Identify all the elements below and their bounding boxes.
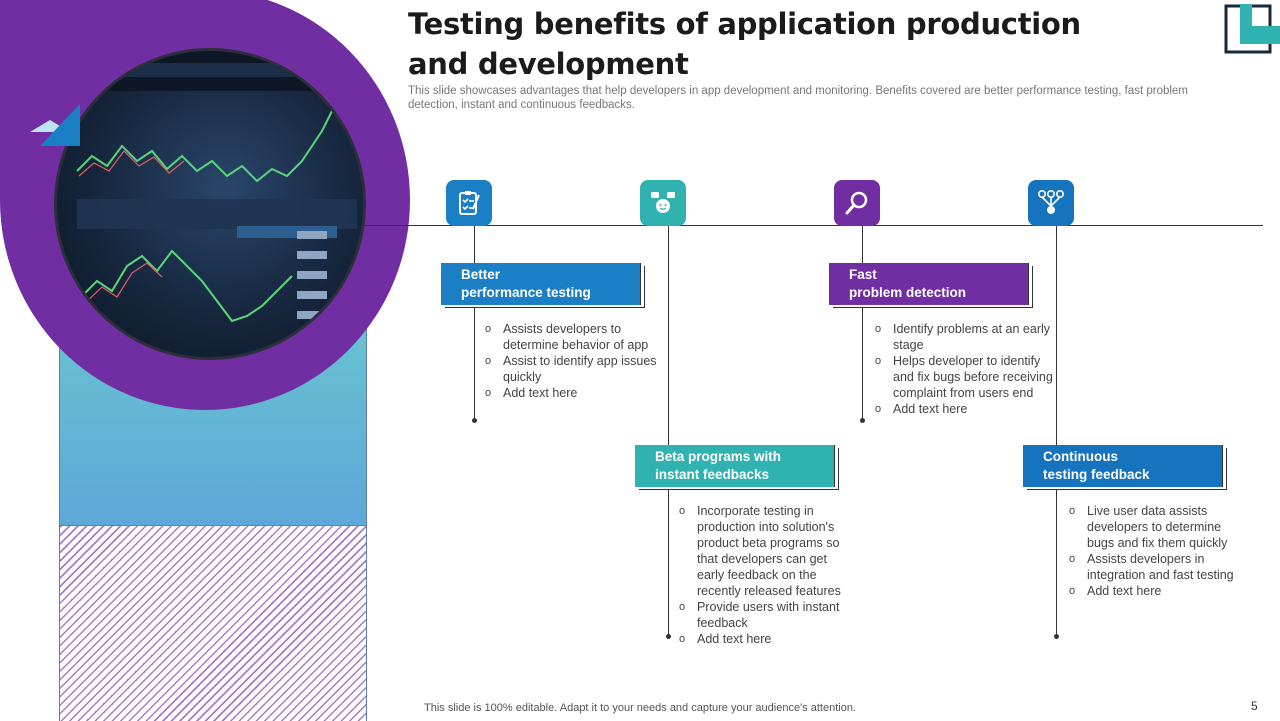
timeline-axis <box>365 225 1263 226</box>
list-item: Assist to identify app issues quickly <box>483 353 663 385</box>
benefit-2-connector <box>668 226 669 636</box>
list-item: Add text here <box>483 385 663 401</box>
benefit-3-bullet-list: Identify problems at an early stage Help… <box>873 321 1053 417</box>
benefit-2-label-line1: Beta programs with <box>655 449 782 464</box>
benefit-3-label-line2: problem detection <box>849 285 967 300</box>
benefit-2-end-dot <box>666 634 671 639</box>
benefit-2-label: Beta programs with instant feedbacks <box>635 445 835 487</box>
list-item: Add text here <box>1067 583 1247 599</box>
benefit-3-connector <box>862 226 863 420</box>
list-item: Add text here <box>873 401 1053 417</box>
benefit-2-icon-box <box>640 180 686 226</box>
list-item: Provide users with instant feedback <box>677 599 857 631</box>
slide-footer-note: This slide is 100% editable. Adapt it to… <box>424 702 856 714</box>
benefit-1-connector <box>474 226 475 420</box>
feedback-face-icon <box>651 192 675 213</box>
corner-logo-icon <box>1224 4 1280 54</box>
benefit-1-label-line1: Better <box>461 267 501 282</box>
benefit-3-end-dot <box>860 418 865 423</box>
network-hierarchy-icon <box>1037 189 1064 214</box>
list-item: Assists developers to determine behavior… <box>483 321 663 353</box>
slide-title: Testing benefits of application producti… <box>408 7 1081 81</box>
benefit-3-icon-box <box>834 180 880 226</box>
benefit-4-label-line2: testing feedback <box>1043 467 1150 482</box>
magnifier-icon <box>845 191 868 215</box>
decorative-striped-panel <box>59 525 367 721</box>
benefit-2-label-line2: instant feedbacks <box>655 467 770 482</box>
benefit-4-label: Continuous testing feedback <box>1023 445 1223 487</box>
list-item: Identify problems at an early stage <box>873 321 1053 353</box>
slide-subtitle: This slide showcases advantages that hel… <box>408 85 1188 111</box>
benefit-3-label-line1: Fast <box>849 267 877 282</box>
benefit-1-bullet-list: Assists developers to determine behavior… <box>483 321 663 401</box>
list-item: Live user data assists developers to det… <box>1067 503 1247 551</box>
benefit-2-bullet-list: Incorporate testing in production into s… <box>677 503 857 647</box>
benefit-1-label-line2: performance testing <box>461 285 591 300</box>
benefit-4-label-line1: Continuous <box>1043 449 1118 464</box>
stock-chart-photo <box>54 48 366 360</box>
page-number: 5 <box>1251 699 1258 713</box>
benefit-4-end-dot <box>1054 634 1059 639</box>
list-item: Assists developers in integration and fa… <box>1067 551 1247 583</box>
benefit-1-icon-box <box>446 180 492 226</box>
list-item: Add text here <box>677 631 857 647</box>
decorative-triangles-icon <box>30 104 80 146</box>
clipboard-checklist-icon <box>459 191 480 215</box>
list-item: Helps developer to identify and fix bugs… <box>873 353 1053 401</box>
benefit-4-icon-box <box>1028 180 1074 226</box>
list-item: Incorporate testing in production into s… <box>677 503 857 599</box>
benefit-4-connector <box>1056 226 1057 636</box>
benefit-4-bullet-list: Live user data assists developers to det… <box>1067 503 1247 599</box>
benefit-1-label: Better performance testing <box>441 263 641 305</box>
benefit-3-label: Fast problem detection <box>829 263 1029 305</box>
benefit-1-end-dot <box>472 418 477 423</box>
